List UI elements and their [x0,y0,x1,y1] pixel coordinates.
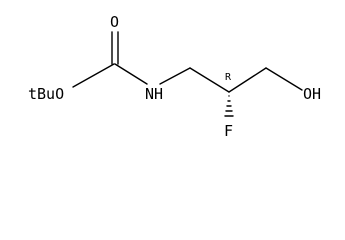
nh-label: NH [145,85,163,103]
bond-group [72,31,303,93]
carbonyl-oxygen-label: O [110,13,119,31]
bond-ch2-to-chiral-c [189,67,230,93]
tbuo-label: tBuO [28,85,64,103]
bond-o-ester-to-carbonyl-c [72,63,115,88]
bond-carbonyl-c-to-n [114,63,148,85]
bond-ch2-to-oh [265,67,303,91]
molecule-svg: tBuO O NH R F OH [28,13,321,140]
molecule-diagram: tBuO O NH R F OH [28,13,322,140]
hydroxyl-label: OH [303,85,321,103]
stereo-descriptor-label: R [225,72,232,83]
bond-chiral-c-to-ch2oh [228,67,267,93]
fluorine-label: F [224,122,233,140]
bond-n-to-ch2 [159,67,191,85]
hashed-wedge-bond [224,95,234,117]
